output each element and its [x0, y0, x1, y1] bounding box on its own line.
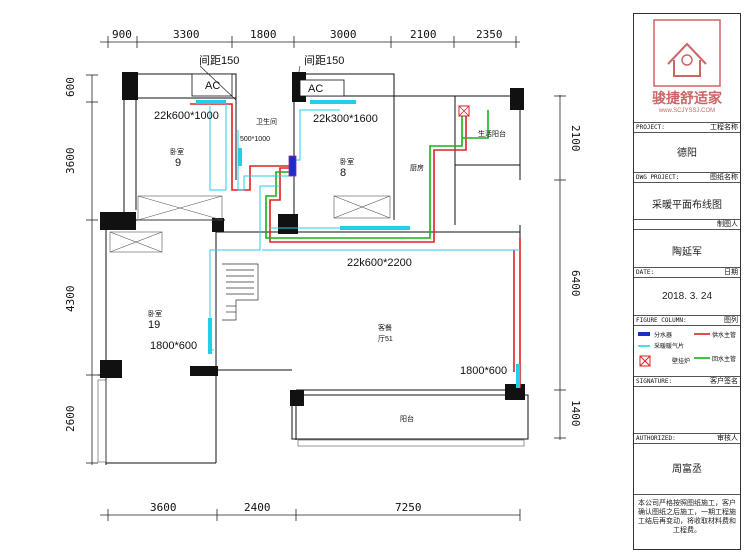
room-balcony-s: 阳台 [400, 414, 414, 423]
room-bedroom-sw: 卧室 [148, 309, 162, 318]
legend-return: 回水主管 [712, 355, 736, 363]
dim-left-1: 600 [64, 77, 77, 97]
dim-right-3: 1400 [569, 400, 582, 427]
company-logo: 骏捷舒适家 www.SCJYSSJ.COM [634, 14, 740, 122]
room-bedroom-n: 卧室 [340, 157, 354, 166]
ac-label-west: AC [205, 80, 220, 92]
ac-units: AC AC [191, 73, 345, 97]
radiator-living-east [516, 364, 520, 388]
radiator-label-4: 1800*600 [150, 340, 197, 352]
room-balcony-ne: 生活阳台 [478, 129, 506, 138]
room-bathroom: 卫生间 [256, 117, 277, 126]
project-header: PROJECT: 工程名称 [634, 122, 740, 133]
logo-text: 骏捷舒适家 [652, 90, 722, 106]
room-bedroom-nw-area: 9 [175, 157, 181, 169]
dim-top-5: 2100 [410, 28, 437, 41]
room-bedroom-sw-area: 19 [148, 319, 160, 331]
ac-unit-west [191, 73, 233, 97]
legend-radiator: 采暖暖气片 [654, 342, 684, 350]
dimension-lines [86, 36, 566, 521]
ac-unit-north [299, 79, 345, 97]
dimensions-bottom: 3600 2400 7250 [150, 501, 422, 514]
radiator-label-6: 500*1000 [240, 136, 270, 143]
dim-bottom-2: 2400 [244, 501, 271, 514]
date-header: DATE: 日期 [634, 267, 740, 278]
pipe-spacing-north: 间距150 [304, 54, 344, 67]
dim-bottom-3: 7250 [395, 501, 422, 514]
dimensions-top: 900 3300 1800 3000 2100 2350 [112, 28, 503, 41]
dim-top-6: 2350 [476, 28, 503, 41]
radiators [196, 100, 520, 388]
signature-header: SIGNATURE: 客户签名 [634, 376, 740, 387]
floor-plan: 900 3300 1800 3000 2100 2350 3600 2400 7… [64, 28, 582, 521]
room-bedroom-nw: 卧室 [170, 147, 184, 156]
dimensions-left: 600 3600 4300 2600 [64, 77, 77, 432]
radiator-bedroom-n [310, 100, 356, 104]
notes: 本公司严格按照图纸施工，客户确认图纸之后施工，一期工程施工结后再变动，将收取材料… [634, 494, 740, 535]
dim-left-3: 4300 [64, 286, 77, 313]
dim-right-2: 6400 [569, 270, 582, 297]
dim-top-1: 900 [112, 28, 132, 41]
dim-left-4: 2600 [64, 406, 77, 433]
figure-header: FIGURE COLUMN: 图列 [634, 315, 740, 326]
radiator-living-north [340, 226, 410, 230]
wall-heater [458, 105, 470, 117]
legend-heater: 壁挂炉 [672, 357, 690, 365]
dimensions-right: 2100 6400 1400 [569, 125, 582, 427]
radiator-label-5: 1800*600 [460, 365, 507, 377]
radiator-label-3: 22k600*2200 [347, 257, 412, 269]
radiator-label-2: 22k300*1600 [313, 113, 378, 125]
dim-top-2: 3300 [173, 28, 200, 41]
room-living-area: 厅51 [378, 335, 393, 343]
radiator-label-1: 22k600*1000 [154, 110, 219, 122]
drafter-value: 陶延军 [672, 247, 702, 258]
stairs [222, 263, 259, 321]
drafter-header: 制图人 [634, 219, 740, 230]
legend: 分水器 供水主管 壁挂炉 采暖暖气片 回水主管 [634, 328, 740, 376]
house-logo-icon [653, 19, 721, 87]
room-kitchen: 厨房 [410, 163, 424, 172]
dim-right-1: 2100 [569, 125, 582, 152]
authorized-header: AUTHORIZED: 审核人 [634, 433, 740, 444]
dim-left-2: 3600 [64, 148, 77, 175]
dim-bottom-1: 3600 [150, 501, 177, 514]
drawing-header: DWG PROJECT: 图纸名称 [634, 172, 740, 183]
ac-label-north: AC [308, 83, 323, 95]
room-living: 客餐 [378, 323, 392, 332]
pipe-spacing-west: 间距150 [199, 54, 239, 67]
radiator-bedroom-sw [208, 318, 212, 354]
radiator-bathroom [238, 148, 242, 166]
legend-collector: 分水器 [654, 331, 672, 339]
drawing-value: 采暖平面布线图 [652, 200, 722, 211]
legend-supply: 供水主管 [712, 331, 736, 339]
collector-manifold [288, 155, 297, 177]
logo-url: www.SCJYSSJ.COM [658, 108, 716, 114]
authorized-value: 周富丞 [672, 464, 702, 475]
dim-top-3: 1800 [250, 28, 277, 41]
windows [97, 195, 525, 463]
project-value: 德阳 [677, 148, 697, 159]
room-bedroom-n-area: 8 [340, 167, 346, 179]
signature-field[interactable] [634, 387, 740, 433]
radiator-bedroom-nw [196, 100, 226, 104]
return-pipes [265, 110, 489, 239]
dim-top-4: 3000 [330, 28, 357, 41]
date-value: 2018. 3. 24 [661, 291, 713, 302]
title-block: 骏捷舒适家 www.SCJYSSJ.COM PROJECT: 工程名称 德阳 D… [633, 13, 741, 550]
supply-pipes [190, 103, 521, 388]
walls [98, 73, 529, 465]
collector-legend-icon [638, 332, 650, 336]
